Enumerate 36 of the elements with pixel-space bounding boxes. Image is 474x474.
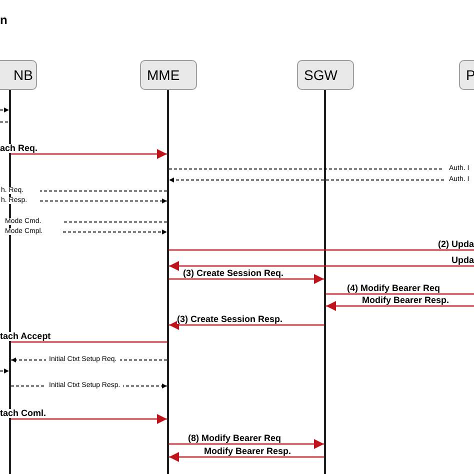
message-arrow <box>62 230 168 234</box>
edge-label: tach Coml. <box>0 409 46 418</box>
message-arrow <box>11 414 167 424</box>
message-line <box>326 293 474 295</box>
lifeline <box>324 90 326 474</box>
lifeline <box>9 90 11 474</box>
message-line <box>11 341 167 343</box>
participant-box: SGW <box>297 60 354 90</box>
message-arrow <box>169 261 474 271</box>
message-arrow <box>326 301 474 311</box>
message-arrow <box>40 198 168 204</box>
edge-label: (3) Create Session Req. <box>183 269 284 278</box>
message-arrow <box>168 178 444 182</box>
message-arrow <box>11 149 167 159</box>
lifeline <box>167 90 169 474</box>
message-arrow <box>169 320 324 330</box>
message-arrow <box>169 452 324 462</box>
message-line <box>40 190 168 192</box>
edge-label: Upda <box>452 256 474 265</box>
participant-box: NB <box>0 60 37 90</box>
edge-label: Modify Bearer Resp. <box>204 447 292 456</box>
message-arrow <box>0 368 10 374</box>
message-arrow <box>0 108 10 112</box>
edge-label: (4) Modify Bearer Req <box>347 284 440 293</box>
edge-label: (3) Create Session Resp. <box>177 315 283 324</box>
edge-label: Modify Bearer Resp. <box>362 296 450 305</box>
edge-label: (2) Upda <box>438 240 474 249</box>
edge-label: tach Accept <box>0 332 51 341</box>
edge-label: (8) Modify Bearer Req <box>188 434 282 443</box>
participant-box: MME <box>140 60 197 90</box>
message-line <box>169 249 474 251</box>
message-line <box>168 168 444 170</box>
message-arrow <box>169 439 324 449</box>
message-arrow <box>169 274 324 284</box>
edge-label: ach Req. <box>0 144 38 153</box>
diagram-title: n <box>0 14 8 26</box>
